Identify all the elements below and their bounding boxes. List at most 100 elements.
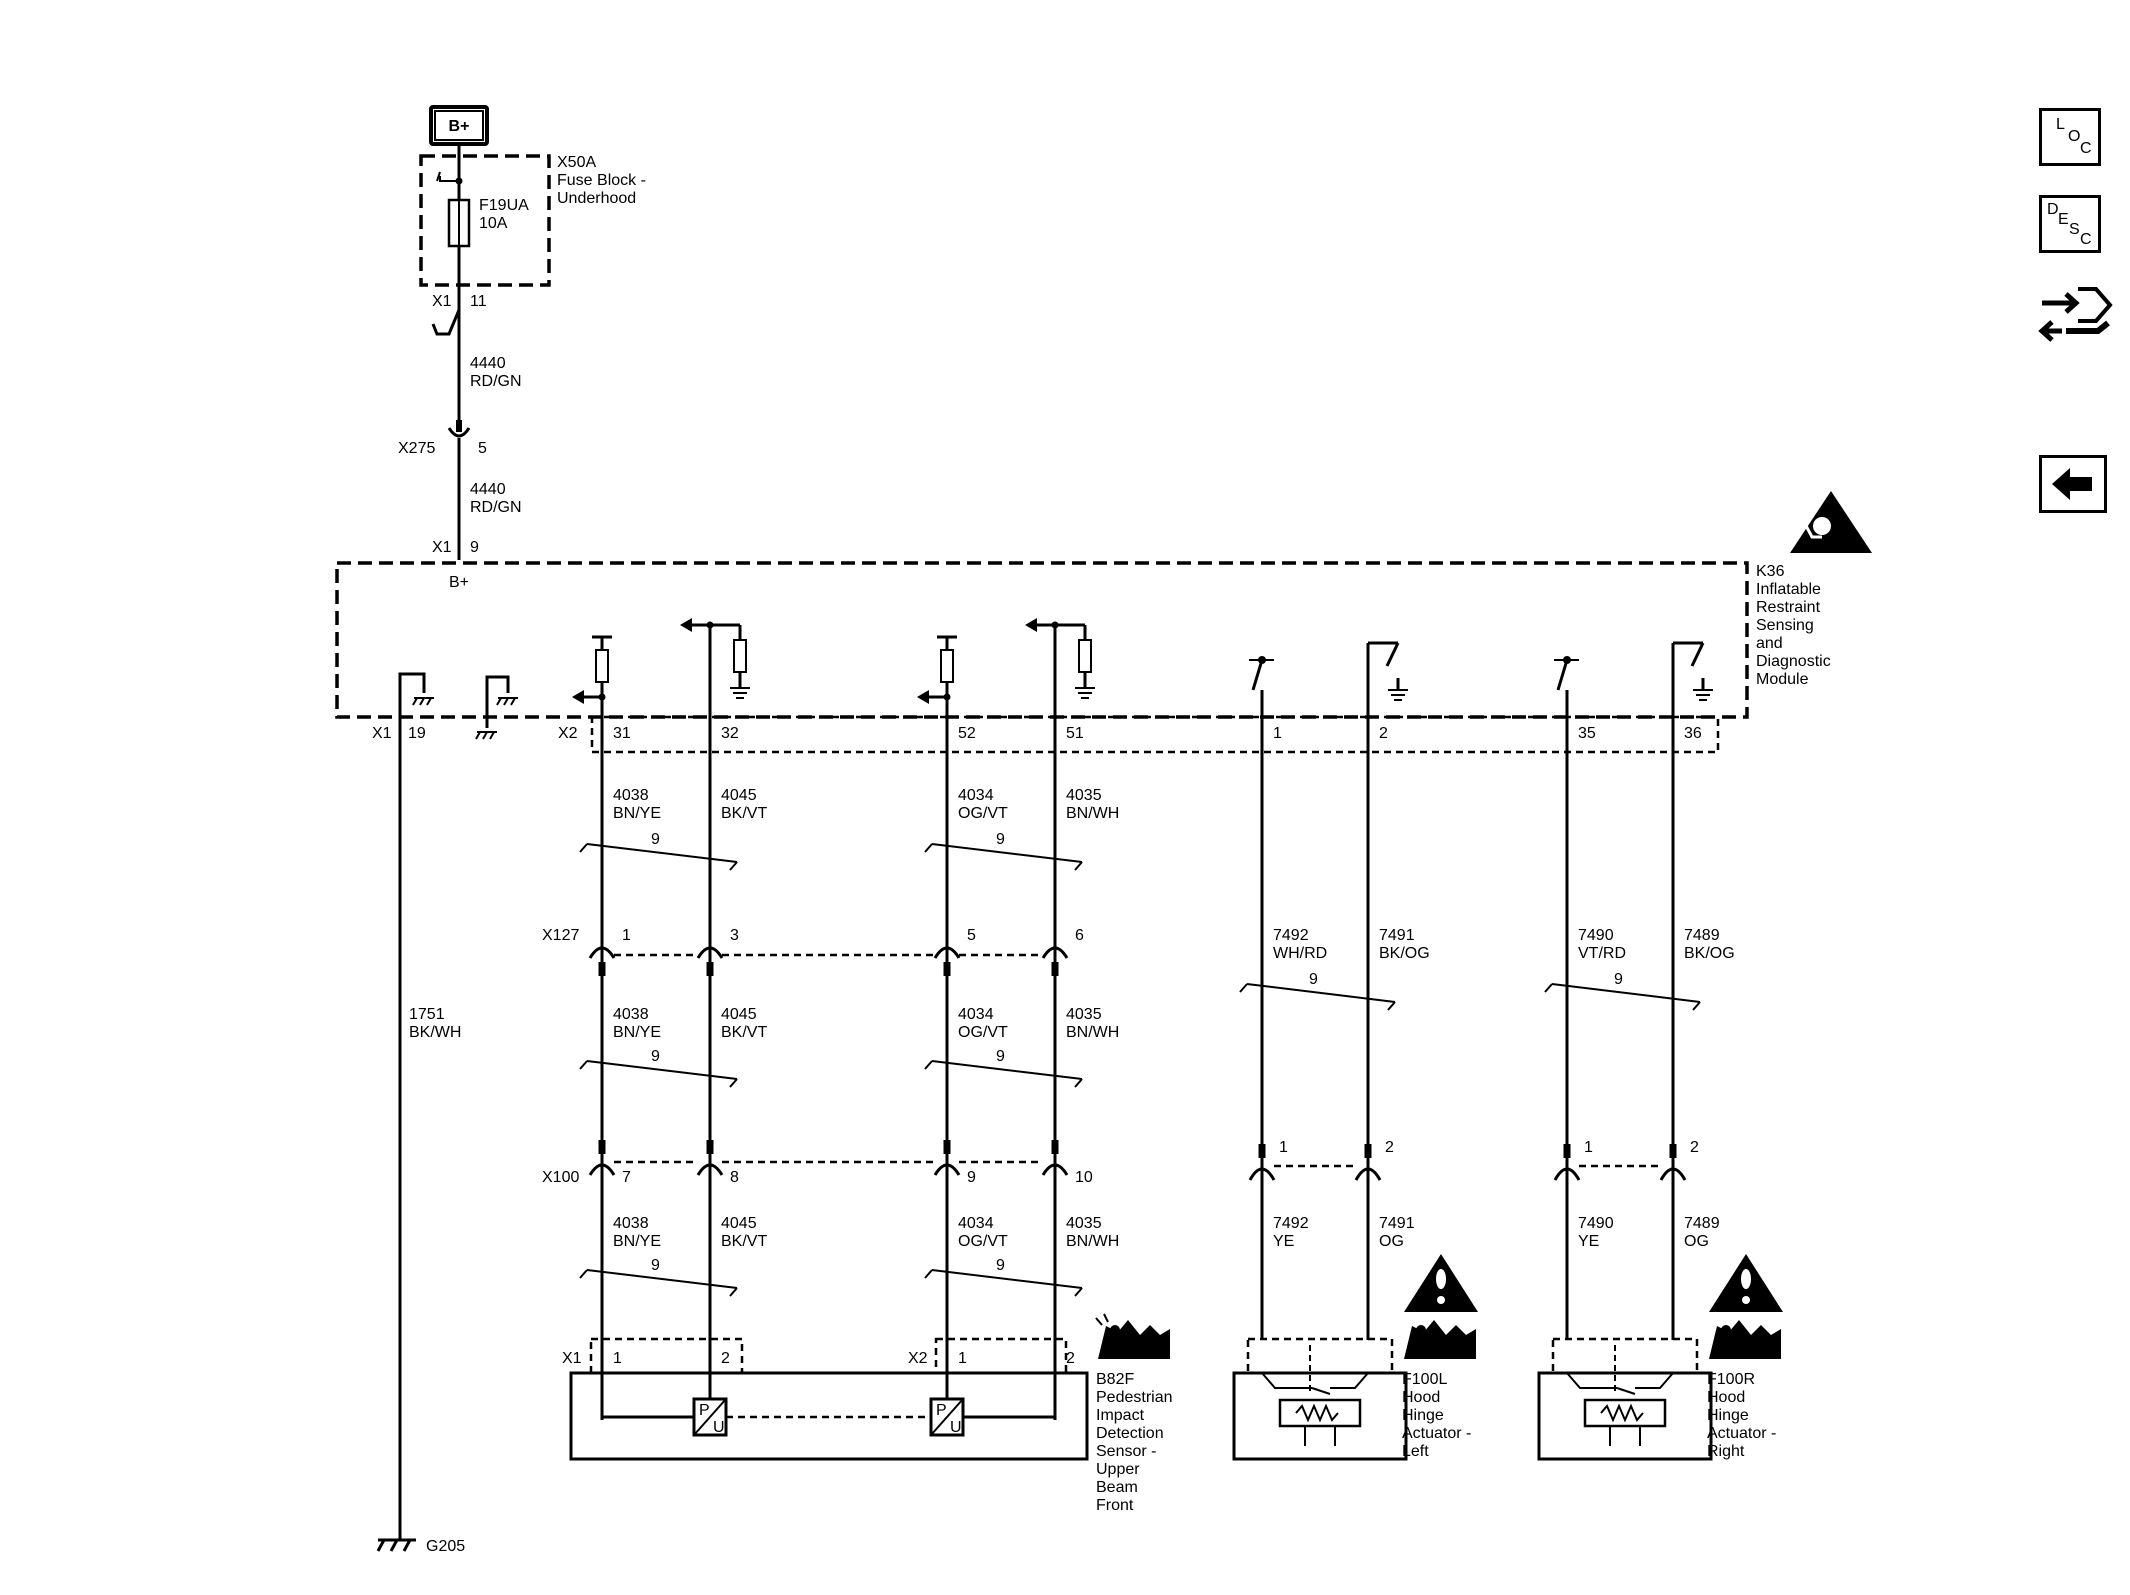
svg-text:7489: 7489 xyxy=(1684,927,1720,944)
module-x1-19-pin: 19 xyxy=(408,725,426,742)
svg-text:9: 9 xyxy=(996,831,1005,848)
x127-pin: 5 xyxy=(967,927,976,944)
twisted-pair-marker: 9 xyxy=(924,1257,1083,1297)
module-k36-box xyxy=(335,561,1749,719)
sensor-harness: 4038 BN/YE 4045 BK/VT 4034 OG/VT 4035 BN… xyxy=(542,752,1119,1420)
fuse-block-name-1: Fuse Block - xyxy=(557,172,646,189)
svg-text:OG: OG xyxy=(1379,1233,1404,1250)
pu-transducer-icon: P U xyxy=(929,1397,965,1437)
svg-text:Hood: Hood xyxy=(1707,1389,1745,1406)
module-name-5: Diagnostic xyxy=(1756,653,1831,670)
svg-text:1: 1 xyxy=(1584,1139,1593,1156)
wire-4034-circuit: 4034 xyxy=(958,787,994,804)
svg-text:YE: YE xyxy=(1273,1233,1294,1250)
sensor-b82f: X1 1 2 X2 1 2 P U P U B82F xyxy=(562,1313,1173,1514)
actuator-right-connector xyxy=(1551,1337,1699,1375)
module-k36: K36 Inflatable Restraint Sensing and Dia… xyxy=(335,491,1872,754)
x275-label: X275 xyxy=(398,440,435,457)
svg-text:VT/RD: VT/RD xyxy=(1578,945,1626,962)
wire-4045-color: BK/VT xyxy=(721,1024,767,1041)
power-wire-circuit-1: 4440 xyxy=(470,355,506,372)
svg-text:7491: 7491 xyxy=(1379,927,1415,944)
battery-label: B+ xyxy=(449,118,470,135)
svg-text:Actuator -: Actuator - xyxy=(1707,1425,1776,1442)
back-button[interactable] xyxy=(2039,455,2107,513)
fuse-x1-label: X1 xyxy=(432,293,452,310)
svg-text:F100R: F100R xyxy=(1707,1371,1755,1388)
internal-ground-path-2 xyxy=(485,675,510,710)
power-wire-color-2: RD/GN xyxy=(470,499,522,516)
svg-text:O: O xyxy=(2068,128,2080,145)
svg-text:U: U xyxy=(713,1419,725,1436)
x127-pin: 1 xyxy=(622,927,631,944)
svg-text:D: D xyxy=(2047,201,2059,218)
svg-text:BK/OG: BK/OG xyxy=(1379,945,1430,962)
x275-pin: 5 xyxy=(478,440,487,457)
x275-connector xyxy=(447,427,471,438)
wire-4038-color: BN/YE xyxy=(613,805,661,822)
actuator-right-switches xyxy=(1554,641,1713,752)
wire-4038-circuit: 4038 xyxy=(613,787,649,804)
svg-text:Beam: Beam xyxy=(1096,1479,1138,1496)
svg-text:9: 9 xyxy=(1614,971,1623,988)
wire-4035-color: BN/WH xyxy=(1066,805,1119,822)
svg-text:Left: Left xyxy=(1402,1443,1429,1460)
module-name-4: and xyxy=(1756,635,1783,652)
svg-text:7490: 7490 xyxy=(1578,927,1614,944)
wire-4045-color: BK/VT xyxy=(721,1233,767,1250)
wire-4038-color: BN/YE xyxy=(613,1024,661,1041)
fuse-x1-pin: 11 xyxy=(470,293,487,310)
location-button[interactable]: L O C xyxy=(2039,108,2101,166)
actuator-left-switches xyxy=(1249,641,1408,752)
fuse-rating: 10A xyxy=(479,215,508,232)
svg-text:S: S xyxy=(2069,221,2080,238)
svg-text:1: 1 xyxy=(958,1350,967,1367)
ground-icon xyxy=(376,1538,416,1552)
sensor-id: B82F xyxy=(1096,1371,1134,1388)
description-button[interactable]: D E S C xyxy=(2039,195,2101,253)
module-name-3: Sensing xyxy=(1756,617,1814,634)
svg-text:7492: 7492 xyxy=(1273,1215,1309,1232)
fuse-terminal xyxy=(436,171,459,182)
svg-text:C: C xyxy=(2080,140,2092,157)
sensor-channel-2 xyxy=(917,618,1095,752)
arrow-left-icon xyxy=(2052,468,2092,500)
svg-text:BK/OG: BK/OG xyxy=(1684,945,1735,962)
pin-31: 31 xyxy=(613,725,631,742)
svg-text:P: P xyxy=(699,1402,710,1419)
wire-4045-circuit: 4045 xyxy=(721,787,757,804)
wire-4035-circuit: 4035 xyxy=(1066,1215,1102,1232)
svg-text:9: 9 xyxy=(651,831,660,848)
svg-text:F100L: F100L xyxy=(1402,1371,1447,1388)
chassis-ground-icon xyxy=(496,697,518,706)
x127-connector: X127 1 3 5 6 xyxy=(542,927,1084,976)
svg-text:P: P xyxy=(936,1402,947,1419)
fuse-block-id: X50A xyxy=(557,154,596,171)
pin-52: 52 xyxy=(958,725,976,742)
ground-circuit: 1751 BK/WH G205 xyxy=(376,710,465,1555)
svg-text:2: 2 xyxy=(1066,1350,1075,1367)
wire-4035-circuit: 4035 xyxy=(1066,1006,1102,1023)
module-name-6: Module xyxy=(1756,671,1809,688)
svg-text:7489: 7489 xyxy=(1684,1215,1720,1232)
svg-text:1: 1 xyxy=(1279,1139,1288,1156)
chassis-ground-icon xyxy=(475,731,497,740)
svg-text:Detection: Detection xyxy=(1096,1425,1164,1442)
module-x2-label: X2 xyxy=(558,725,578,742)
power-wire-circuit-2: 4440 xyxy=(470,481,506,498)
twisted-pair-marker: 9 xyxy=(924,831,1083,871)
connector-repair-button[interactable] xyxy=(2036,275,2116,355)
x100-pin: 7 xyxy=(622,1169,631,1186)
twisted-pair-marker: 9 xyxy=(579,1048,738,1088)
pu-transducer-icon: P U xyxy=(692,1397,728,1437)
wire-4034-color: OG/VT xyxy=(958,805,1008,822)
pin-35: 35 xyxy=(1578,725,1596,742)
sensor-x2-connector xyxy=(934,1337,1068,1375)
svg-text:Hinge: Hinge xyxy=(1707,1407,1749,1424)
svg-text:X127: X127 xyxy=(542,927,579,944)
wire-4045-circuit: 4045 xyxy=(721,1006,757,1023)
x100-pin: 9 xyxy=(967,1169,976,1186)
airbag-warning-icon xyxy=(1790,491,1872,553)
wire-4034-color: OG/VT xyxy=(958,1024,1008,1041)
battery-symbol-inner xyxy=(434,110,484,141)
